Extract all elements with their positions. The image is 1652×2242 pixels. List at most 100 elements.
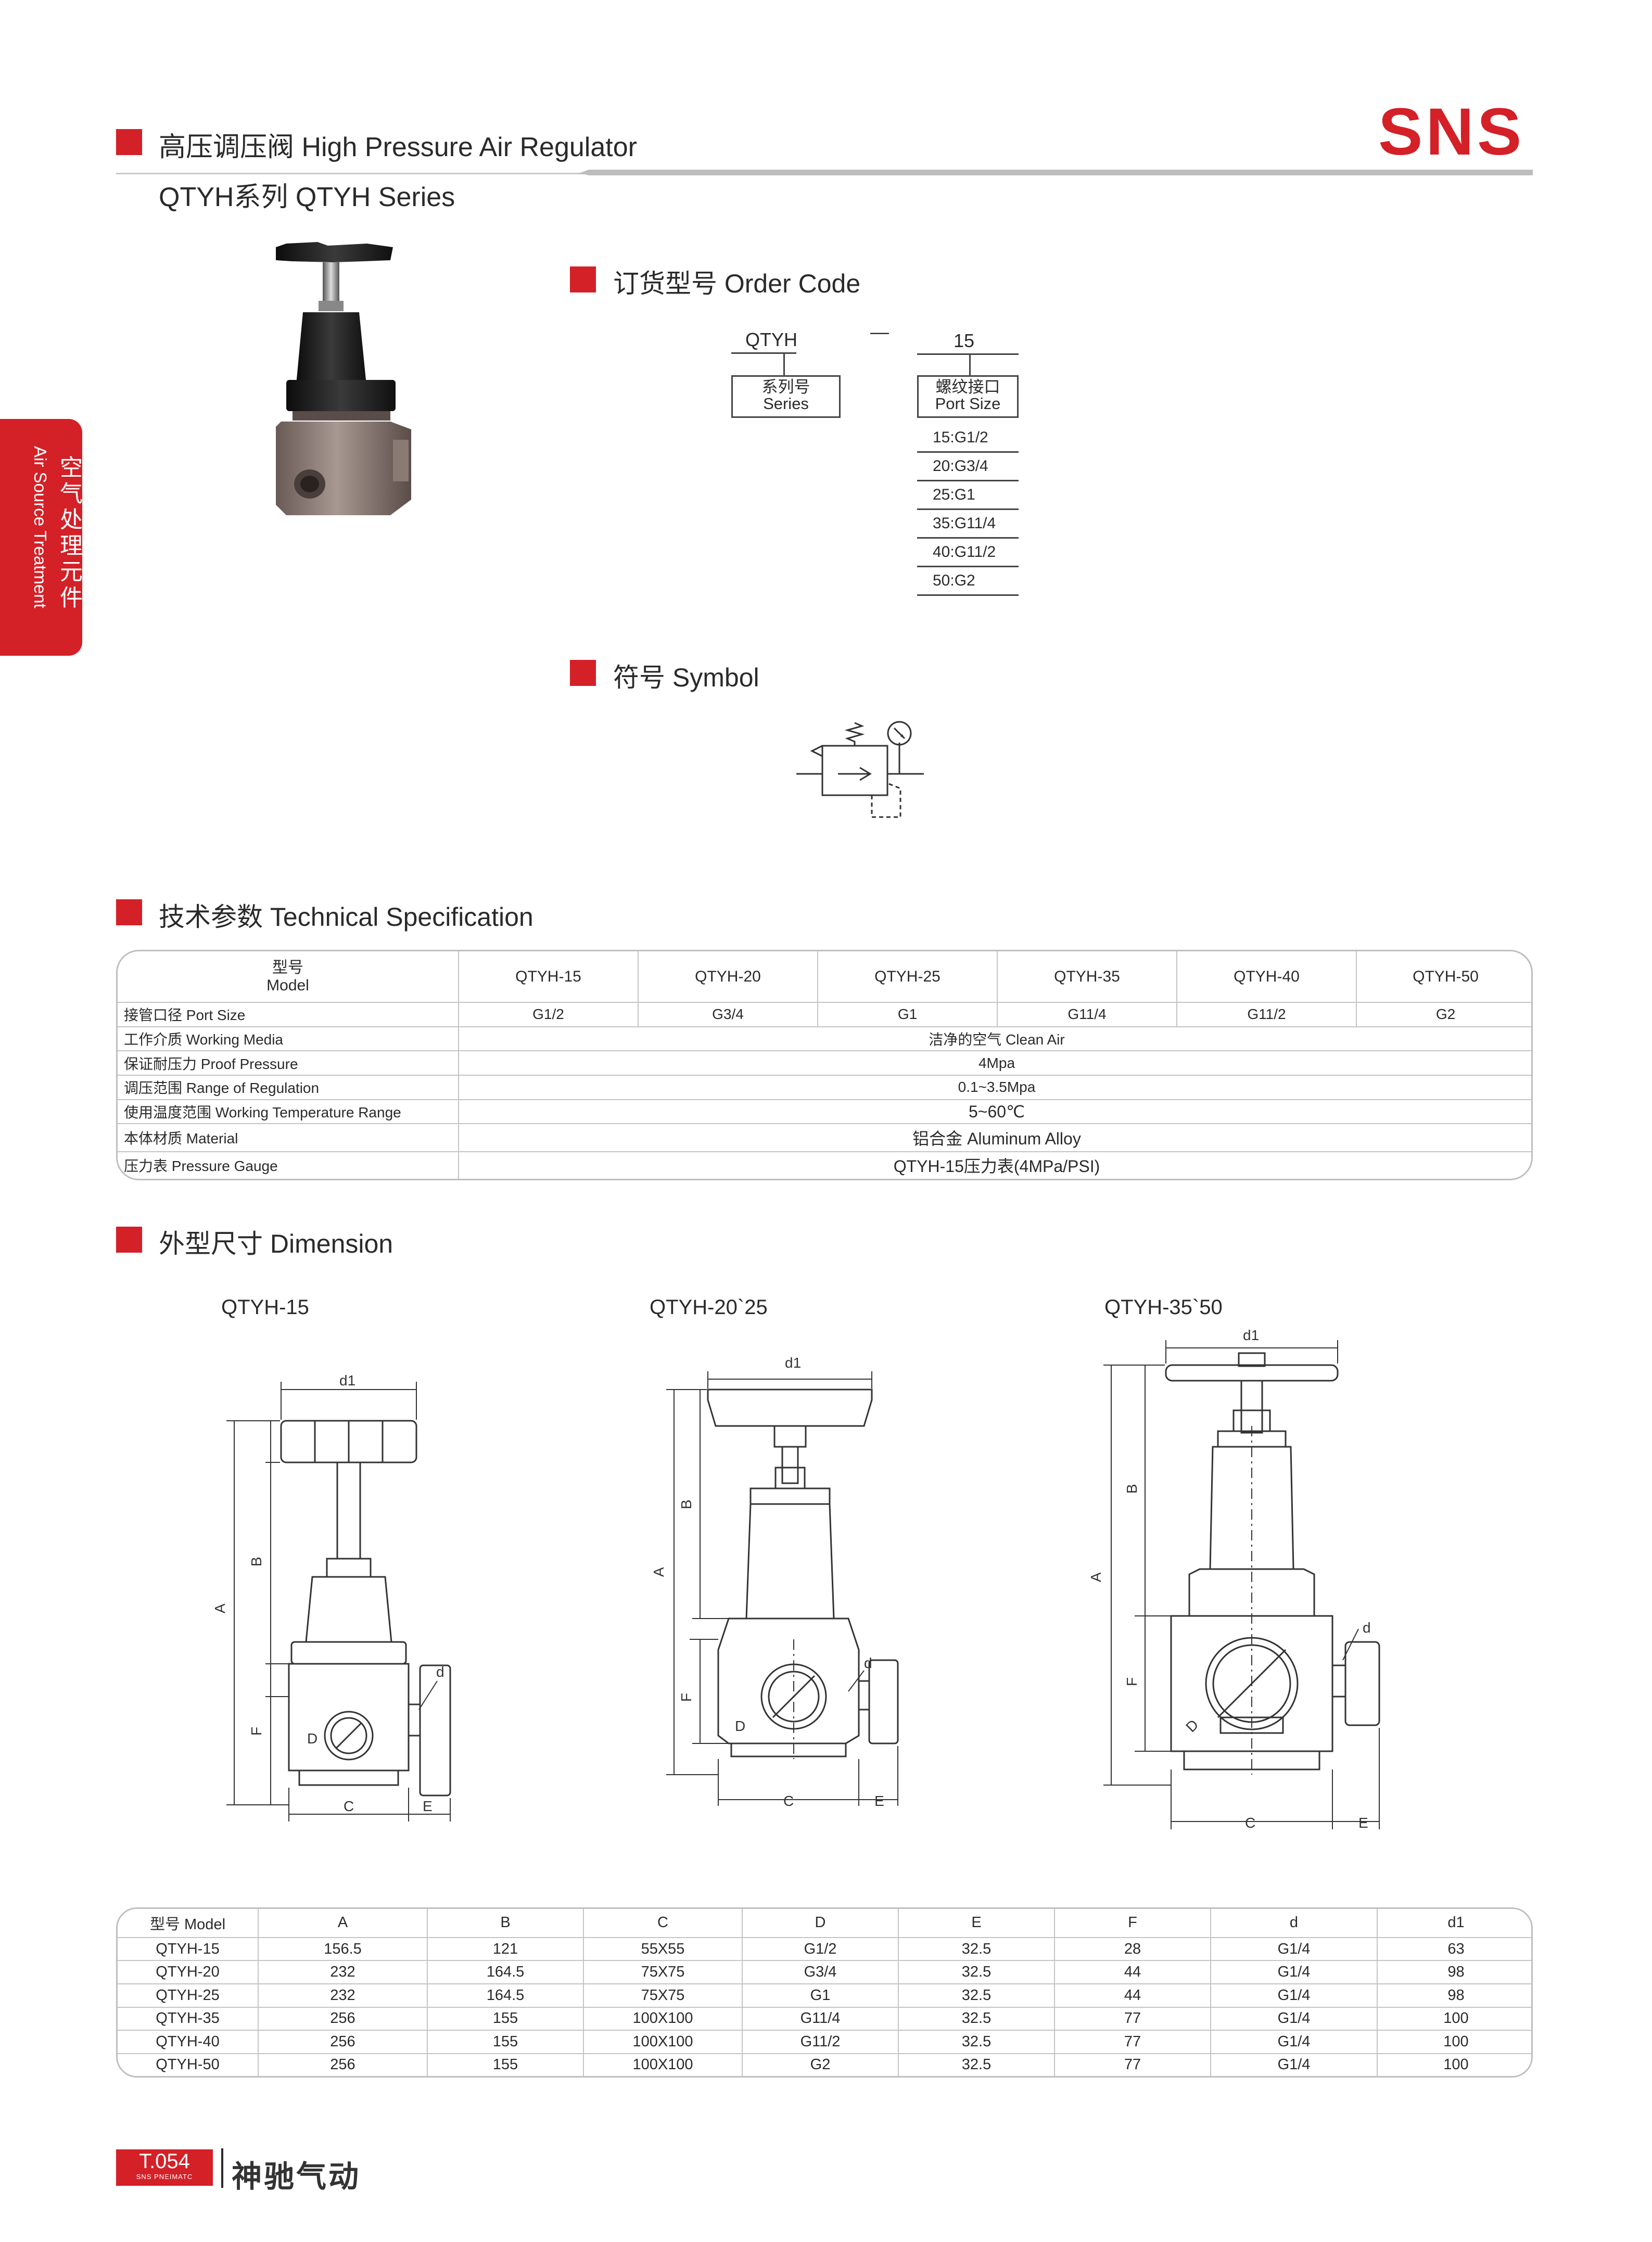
table-cell: G1/2 <box>459 1002 639 1027</box>
table-cell: G1/2 <box>742 1937 899 1961</box>
table-cell: 调压范围 Range of Regulation <box>118 1075 459 1100</box>
table-cell: G2 <box>742 2053 899 2076</box>
dimension-drawing-qtyh-15: d1 A B F D C E d <box>212 1372 451 1821</box>
size-option: 20:G3/4 <box>917 453 1019 481</box>
table-cell: QTYH-20 <box>118 1960 259 1984</box>
size-option: 50:G2 <box>917 567 1019 596</box>
dimension-letter: D <box>307 1730 317 1747</box>
table-cell: G3/4 <box>638 1002 818 1027</box>
dimension-letter: D <box>735 1718 745 1734</box>
table-cell: 100X100 <box>583 2053 743 2076</box>
table-cell: 77 <box>1054 2007 1211 2031</box>
table-cell: 洁净的空气 Clean Air <box>459 1026 1531 1052</box>
page-number-badge: T.054 SNS PNEIMATC <box>116 2149 213 2186</box>
table-cell: QTYH-35 <box>997 951 1177 1003</box>
footer-divider <box>221 2148 223 2188</box>
table-cell: 98 <box>1377 1960 1531 1984</box>
table-cell: QTYH-15 <box>118 1937 259 1961</box>
dimension-letter: d1 <box>785 1355 801 1371</box>
table-cell: 155 <box>427 2053 584 2076</box>
order-code-heading: 订货型号 Order Code <box>613 269 861 298</box>
table-cell: 44 <box>1054 1960 1211 1984</box>
title-marker <box>116 129 142 155</box>
table-cell: 121 <box>427 1937 584 1961</box>
table-cell: QTYH-20 <box>638 951 818 1003</box>
table-cell: QTYH-15 <box>459 951 639 1003</box>
table-cell: G1 <box>818 1002 998 1027</box>
table-cell: 156.5 <box>258 1937 428 1961</box>
table-cell: d1 <box>1377 1909 1531 1938</box>
table-cell: QTYH-25 <box>118 1983 259 2008</box>
table-cell: G3/4 <box>742 1960 899 1984</box>
dimension-letter: C <box>344 1798 354 1814</box>
table-cell: 32.5 <box>898 1983 1055 2008</box>
table-cell: G11/2 <box>742 2030 899 2054</box>
dimension-letter: D <box>1183 1716 1201 1735</box>
table-cell: G11/4 <box>997 1002 1177 1027</box>
order-code-marker <box>570 266 596 292</box>
table-cell: QTYH-35 <box>118 2007 259 2031</box>
table-cell: B <box>427 1909 584 1938</box>
regulator-symbol-icon <box>796 721 924 818</box>
table-cell: 100 <box>1377 2007 1531 2031</box>
table-cell: A <box>258 1909 428 1938</box>
drawing-label: QTYH-15 <box>221 1296 309 1319</box>
table-cell: 256 <box>258 2030 428 2054</box>
table-cell: G2 <box>1356 1002 1531 1027</box>
drawing-label: QTYH-35`50 <box>1104 1296 1223 1319</box>
table-cell: QTYH-25 <box>818 951 998 1003</box>
dimension-letter: d <box>864 1655 872 1671</box>
dimension-letter: E <box>874 1793 884 1809</box>
table-cell: 232 <box>258 1983 428 2008</box>
table-cell: 44 <box>1054 1983 1211 2008</box>
table-cell: 32.5 <box>898 1937 1055 1961</box>
table-cell: 75X75 <box>583 1983 743 2008</box>
table-cell: 本体材质 Material <box>118 1124 459 1152</box>
dimension-letter: B <box>1124 1484 1140 1494</box>
table-cell: 100 <box>1377 2030 1531 2054</box>
dimension-letter: E <box>423 1798 433 1814</box>
table-cell: 铝合金 Aluminum Alloy <box>459 1124 1531 1152</box>
table-cell: C <box>583 1909 743 1938</box>
dimension-letter: F <box>248 1727 264 1736</box>
table-cell: 压力表 Pressure Gauge <box>118 1151 459 1179</box>
table-cell: 232 <box>258 1960 428 1984</box>
table-cell: QTYH-50 <box>118 2053 259 2076</box>
table-cell: 256 <box>258 2007 428 2031</box>
product-photo <box>276 242 411 515</box>
table-cell: 77 <box>1054 2053 1211 2076</box>
table-cell: QTYH-50 <box>1356 951 1531 1003</box>
table-cell: D <box>742 1909 899 1938</box>
order-size-code: 15 <box>954 330 975 351</box>
table-cell: 4Mpa <box>459 1051 1531 1076</box>
size-option: 25:G1 <box>917 481 1019 510</box>
table-cell: 32.5 <box>898 2030 1055 2054</box>
dimension-letter: d <box>436 1664 444 1680</box>
dimension-letter: C <box>783 1793 794 1809</box>
table-cell: 155 <box>427 2030 584 2054</box>
table-cell: 155 <box>427 2007 584 2031</box>
symbol-marker <box>570 660 596 686</box>
table-cell: 0.1~3.5Mpa <box>459 1075 1531 1100</box>
table-cell: G1/4 <box>1211 1983 1378 2008</box>
table-cell: G1/4 <box>1211 1937 1378 1961</box>
side-tab[interactable]: 空气处理元件 Air Source Treatment <box>0 419 82 656</box>
table-cell: 32.5 <box>898 2007 1055 2031</box>
spec-port-row: 接管口径 Port Size G1/2 G3/4 G1 G11/4 G11/2 … <box>118 1002 1531 1027</box>
dimension-marker <box>116 1227 142 1253</box>
spec-marker <box>116 899 142 925</box>
table-cell: 100X100 <box>583 2007 743 2031</box>
dimension-letter: A <box>212 1603 228 1613</box>
dimension-letter: C <box>1245 1815 1255 1831</box>
dimension-drawing-qtyh-35-50: d1 A B F D C E d <box>1088 1327 1380 1831</box>
table-cell: QTYH-40 <box>118 2030 259 2054</box>
